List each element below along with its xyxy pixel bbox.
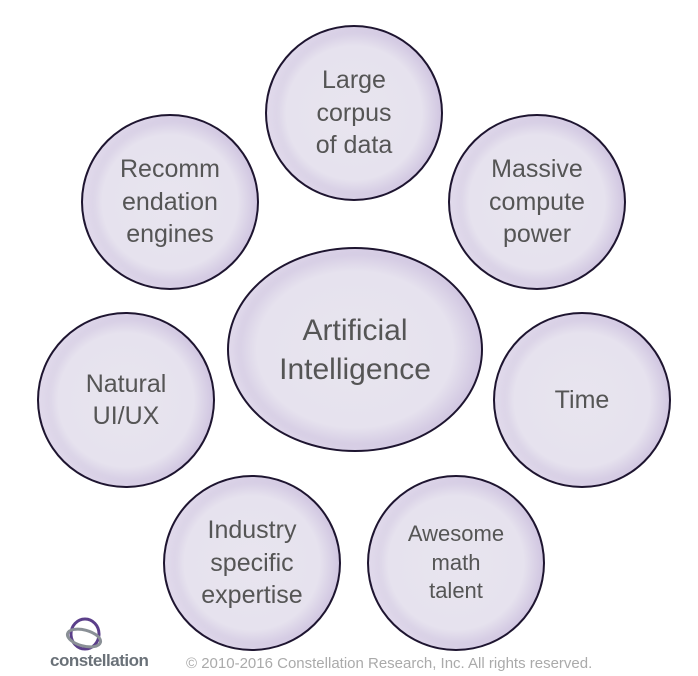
- node-label: Awesome math talent: [407, 521, 505, 604]
- node-time: Time: [493, 312, 671, 488]
- node-industry-specific-expertise: Industry specific expertise: [163, 475, 341, 651]
- node-natural-ui-ux: Natural UI/UX: [37, 312, 215, 488]
- center-node-artificial-intelligence: Artificial Intelligence: [227, 247, 483, 452]
- center-node-label: Artificial Intelligence: [279, 313, 431, 386]
- node-label: Massive compute power: [489, 155, 585, 249]
- node-label: Large corpus of data: [315, 66, 393, 160]
- node-label: Time: [554, 385, 610, 414]
- node-recommendation-engines: Recomm endation engines: [81, 114, 259, 290]
- node-large-corpus-of-data: Large corpus of data: [265, 25, 443, 201]
- node-label: Natural UI/UX: [85, 369, 167, 431]
- node-massive-compute-power: Massive compute power: [448, 114, 626, 290]
- node-awesome-math-talent: Awesome math talent: [367, 475, 545, 651]
- copyright-footer: © 2010-2016 Constellation Research, Inc.…: [186, 655, 593, 672]
- constellation-logo-icon: [65, 617, 103, 651]
- node-label: Industry specific expertise: [201, 516, 303, 610]
- logo-text: constellation: [50, 651, 149, 670]
- node-label: Recomm endation engines: [119, 155, 220, 249]
